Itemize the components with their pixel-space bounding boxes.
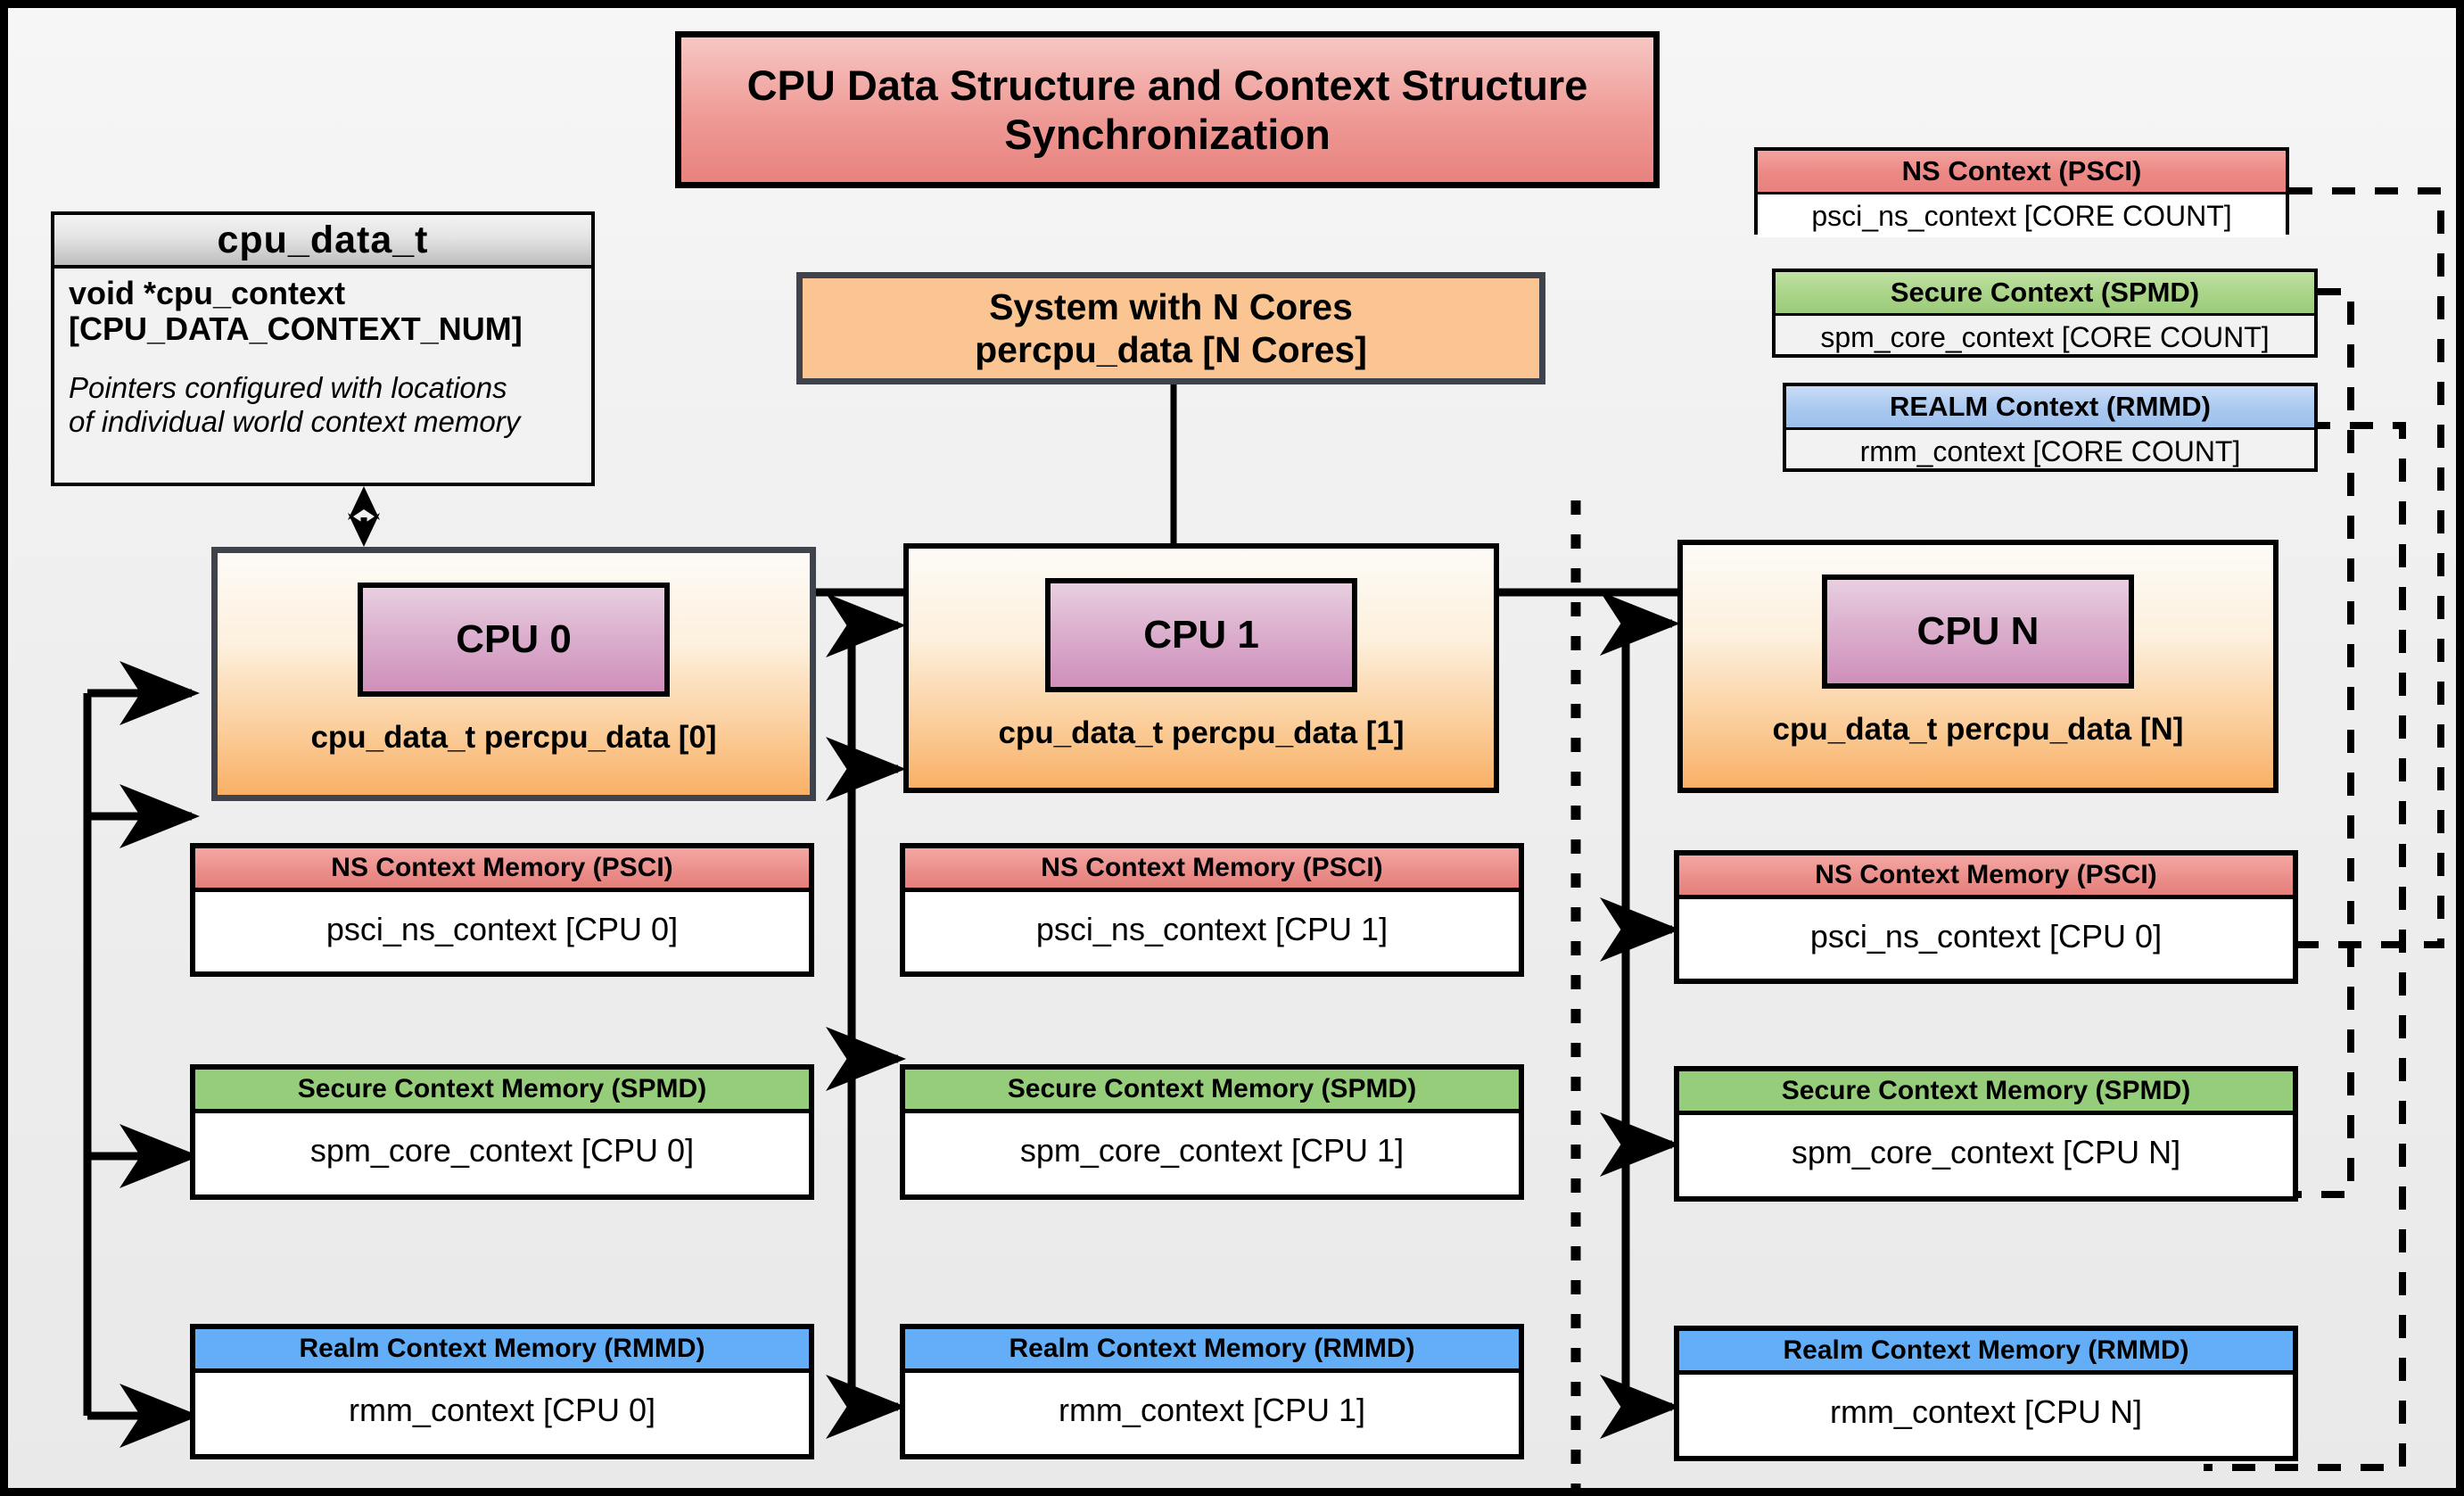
cpu1-ns-context-memory-value: psci_ns_context [CPU 1] xyxy=(905,892,1519,967)
cpu0-ns-context-memory-value: psci_ns_context [CPU 0] xyxy=(195,892,809,967)
cpu0-ns-context-memory: NS Context Memory (PSCI) psci_ns_context… xyxy=(190,843,814,977)
cpun-ns-context-memory-value: psci_ns_context [CPU 0] xyxy=(1679,899,2293,974)
cpu1-secure-context-memory-value: spm_core_context [CPU 1] xyxy=(905,1113,1519,1188)
cpun-realm-context-memory-value: rmm_context [CPU N] xyxy=(1679,1375,2293,1450)
cpu0-chip-label: CPU 0 xyxy=(358,583,670,697)
cpu0-caption: cpu_data_t percpu_data [0] xyxy=(310,720,717,755)
global-context-ns: NS Context (PSCI) psci_ns_context [CORE … xyxy=(1754,147,2289,237)
cpu1-caption: cpu_data_t percpu_data [1] xyxy=(998,715,1405,750)
cpu1-box: CPU 1 cpu_data_t percpu_data [1] xyxy=(903,543,1499,793)
cpu1-ns-context-memory-header: NS Context Memory (PSCI) xyxy=(905,848,1519,892)
cpu1-secure-context-memory: Secure Context Memory (SPMD) spm_core_co… xyxy=(900,1064,1524,1200)
global-context-realm-header: REALM Context (RMMD) xyxy=(1786,386,2314,430)
cpu0-ns-context-memory-header: NS Context Memory (PSCI) xyxy=(195,848,809,892)
cpu0-box: CPU 0 cpu_data_t percpu_data [0] xyxy=(211,547,816,801)
global-context-secure-value: spm_core_context [CORE COUNT] xyxy=(1820,320,2270,353)
wire-spine-cpun xyxy=(1600,591,1680,1439)
cpu1-ns-context-memory: NS Context Memory (PSCI) psci_ns_context… xyxy=(900,843,1524,977)
cpu-data-t-field-line2: [CPU_DATA_CONTEXT_NUM] xyxy=(69,310,523,348)
cpu-data-t-field-line1: void *cpu_context xyxy=(69,275,346,311)
cpu0-realm-context-memory-value: rmm_context [CPU 0] xyxy=(195,1373,809,1448)
global-context-realm: REALM Context (RMMD) rmm_context [CORE C… xyxy=(1783,383,2318,472)
cpun-chip-label: CPU N xyxy=(1822,574,2134,689)
cpu0-secure-context-memory-value: spm_core_context [CPU 0] xyxy=(195,1113,809,1188)
system-line1: System with N Cores xyxy=(989,285,1353,327)
wire-spine-cpu0 xyxy=(83,661,200,1448)
cpu1-realm-context-memory-value: rmm_context [CPU 1] xyxy=(905,1373,1519,1448)
cpun-secure-context-memory: Secure Context Memory (SPMD) spm_core_co… xyxy=(1674,1066,2298,1202)
cpu1-secure-context-memory-header: Secure Context Memory (SPMD) xyxy=(905,1070,1519,1113)
cpun-caption: cpu_data_t percpu_data [N] xyxy=(1772,712,2184,747)
cpun-ns-context-memory-header: NS Context Memory (PSCI) xyxy=(1679,855,2293,899)
cpu0-realm-context-memory-header: Realm Context Memory (RMMD) xyxy=(195,1329,809,1373)
global-context-ns-value: psci_ns_context [CORE COUNT] xyxy=(1758,194,2286,237)
global-context-secure: Secure Context (SPMD) spm_core_context [… xyxy=(1772,269,2318,358)
cpu0-secure-context-memory-header: Secure Context Memory (SPMD) xyxy=(195,1070,809,1113)
global-context-secure-header: Secure Context (SPMD) xyxy=(1776,272,2314,316)
cpu1-chip-label: CPU 1 xyxy=(1045,578,1357,692)
cpu-data-t-body: void *cpu_context [CPU_DATA_CONTEXT_NUM]… xyxy=(54,269,591,439)
system-line2: percpu_data [N Cores] xyxy=(975,329,1367,370)
wire-spine-cpu1 xyxy=(826,593,906,1439)
cpu0-secure-context-memory: Secure Context Memory (SPMD) spm_core_co… xyxy=(190,1064,814,1200)
cpu-data-t-note-line1: Pointers configured with locations xyxy=(69,370,507,404)
system-n-cores-box: System with N Cores percpu_data [N Cores… xyxy=(796,272,1545,384)
global-context-ns-header: NS Context (PSCI) xyxy=(1758,151,2286,194)
cpu-data-t-title: cpu_data_t xyxy=(54,215,591,269)
cpun-secure-context-memory-header: Secure Context Memory (SPMD) xyxy=(1679,1071,2293,1115)
page-title: CPU Data Structure and Context Structure… xyxy=(675,31,1660,188)
cpu1-realm-context-memory: Realm Context Memory (RMMD) rmm_context … xyxy=(900,1324,1524,1459)
cpu1-realm-context-memory-header: Realm Context Memory (RMMD) xyxy=(905,1329,1519,1373)
cpun-realm-context-memory: Realm Context Memory (RMMD) rmm_context … xyxy=(1674,1326,2298,1461)
cpun-ns-context-memory: NS Context Memory (PSCI) psci_ns_context… xyxy=(1674,850,2298,984)
wire-cpudata-to-cpu0 xyxy=(348,486,380,547)
cpun-realm-context-memory-header: Realm Context Memory (RMMD) xyxy=(1679,1331,2293,1375)
cpun-secure-context-memory-value: spm_core_context [CPU N] xyxy=(1679,1115,2293,1190)
cpu0-realm-context-memory: Realm Context Memory (RMMD) rmm_context … xyxy=(190,1324,814,1459)
global-context-realm-value: rmm_context [CORE COUNT] xyxy=(1859,434,2241,467)
cpun-box: CPU N cpu_data_t percpu_data [N] xyxy=(1677,540,2279,793)
cpu-data-t-note-line2: of individual world context memory xyxy=(69,404,521,438)
cpu-data-t-struct: cpu_data_t void *cpu_context [CPU_DATA_C… xyxy=(51,211,595,486)
